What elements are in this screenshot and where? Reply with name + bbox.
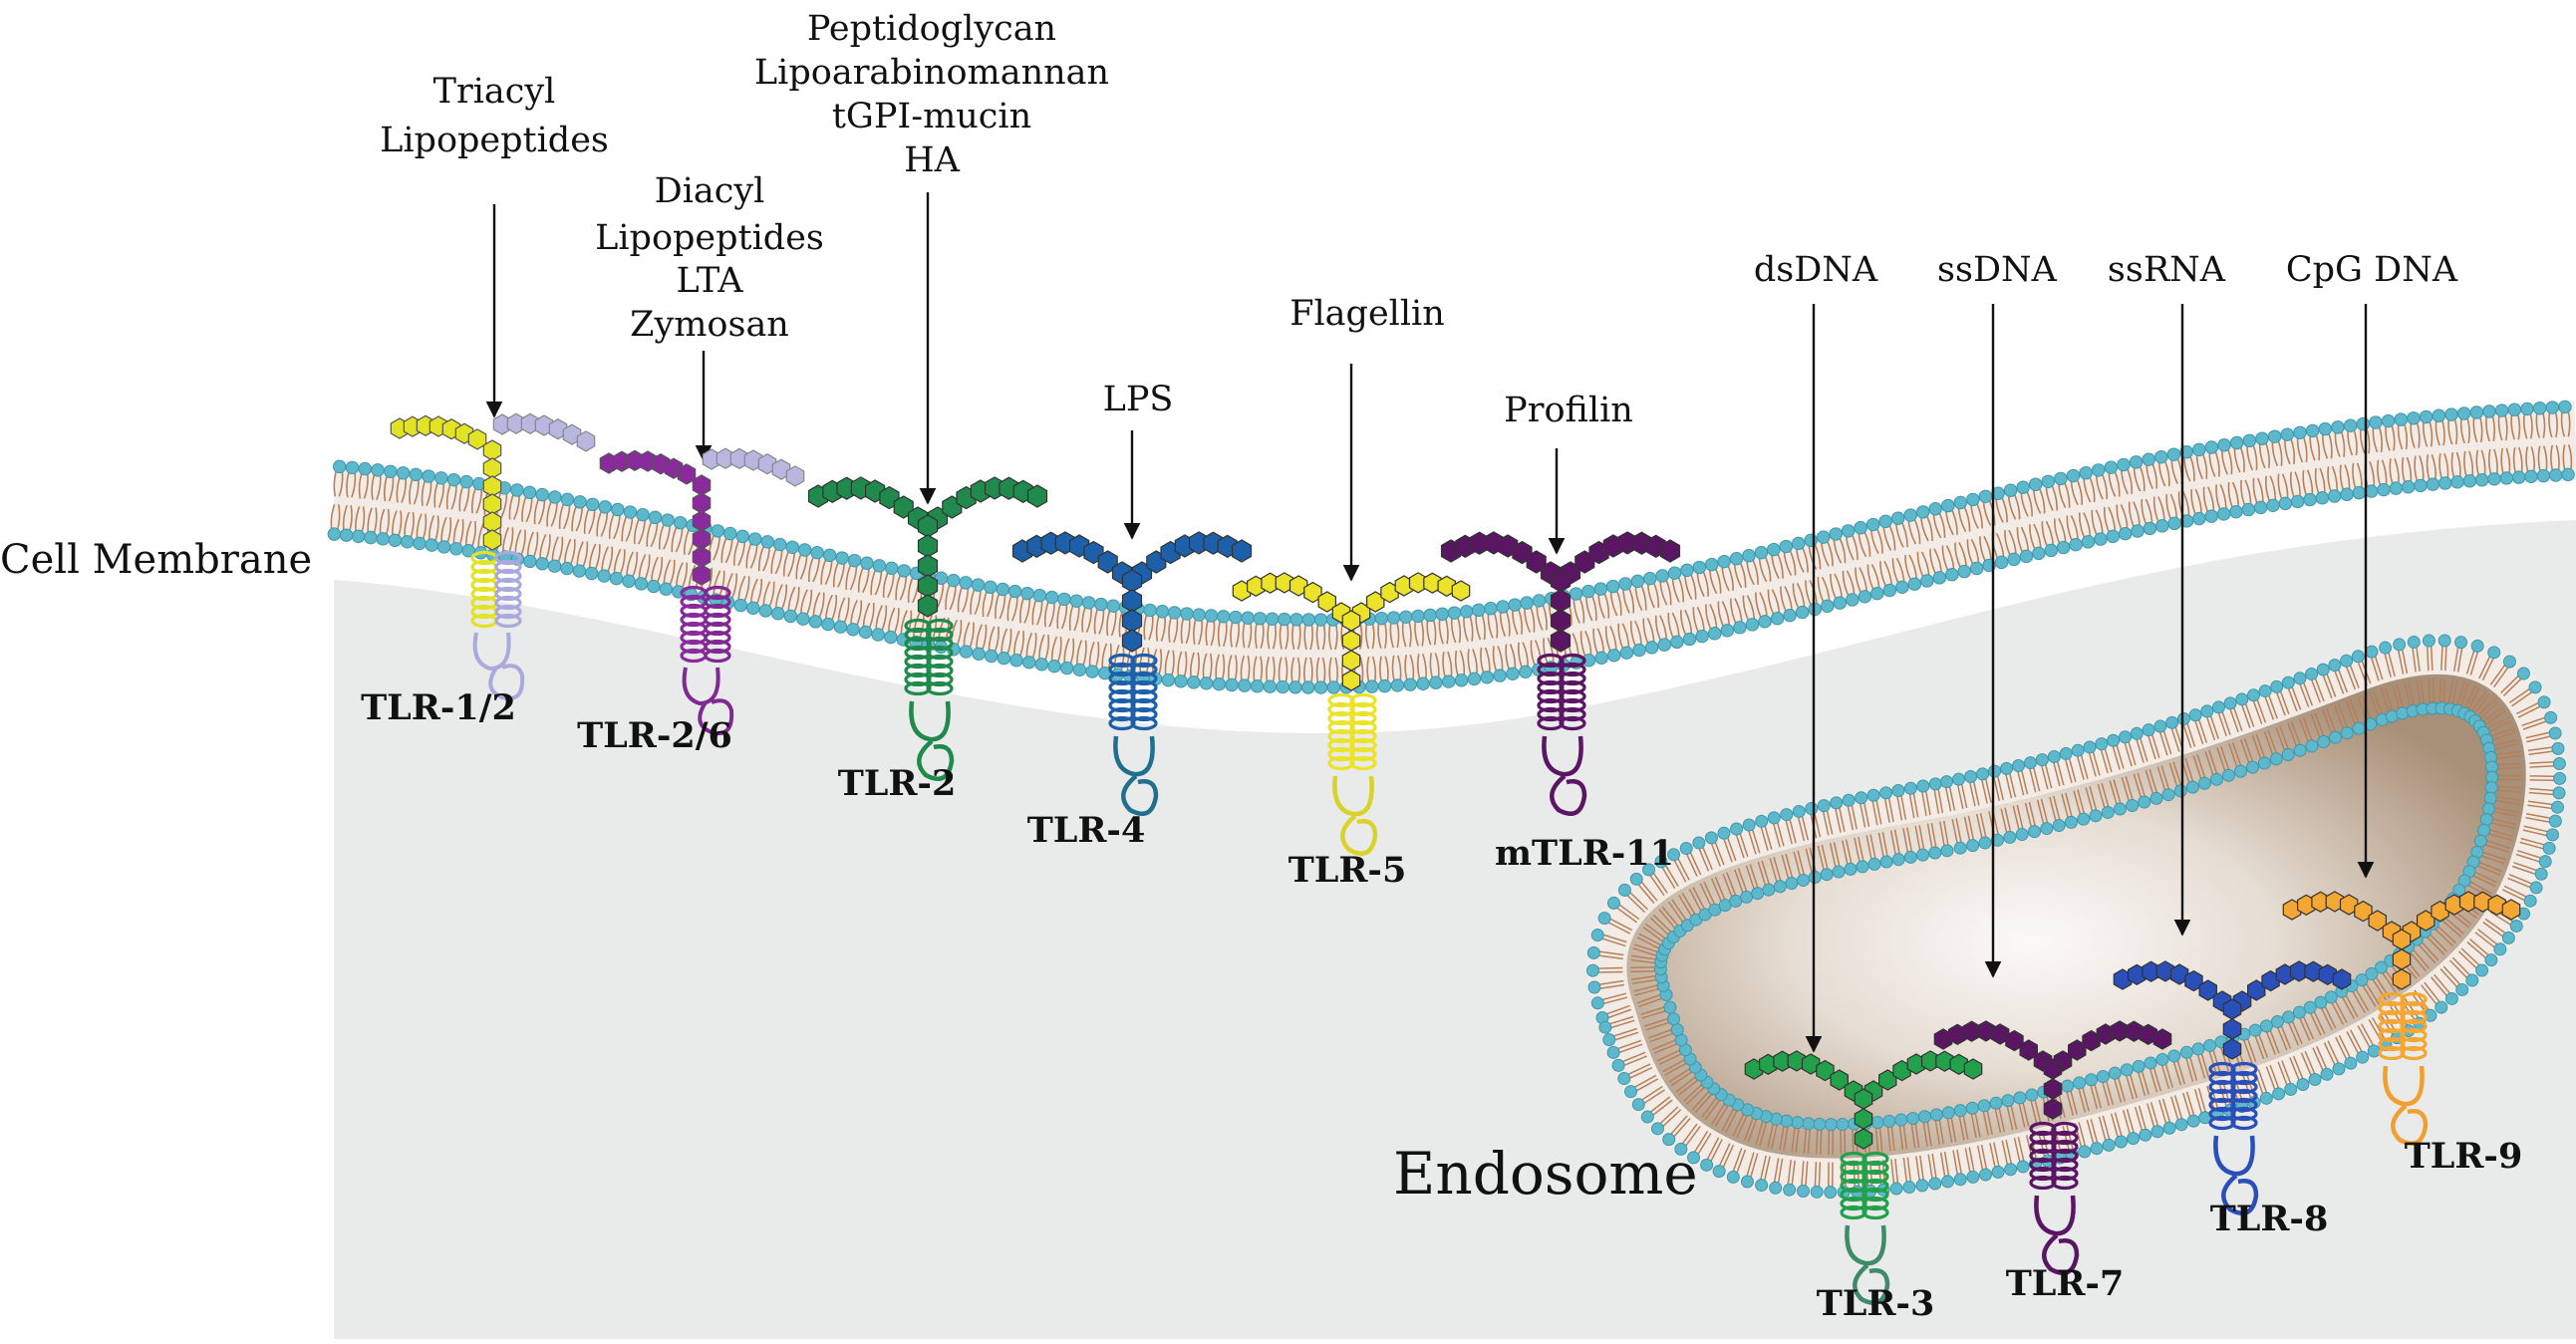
label-tlr5: TLR-5 bbox=[1288, 850, 1407, 891]
ectodomain-hex bbox=[1552, 630, 1571, 652]
ectodomain-hex bbox=[2393, 949, 2410, 969]
ectodomain-hex bbox=[2153, 1029, 2170, 1049]
label-tlr12: TLR-1/2 bbox=[361, 687, 516, 728]
ectodomain-hex bbox=[693, 547, 710, 567]
ligand-tlr5-0: Flagellin bbox=[1289, 294, 1445, 334]
ectodomain-hex bbox=[2223, 1019, 2240, 1039]
ectodomain-hex bbox=[1028, 485, 1047, 507]
ectodomain-hex bbox=[1342, 631, 1359, 651]
ectodomain-hex bbox=[919, 575, 938, 597]
ligand-tlr2-0: Peptidoglycan bbox=[807, 9, 1056, 49]
ectodomain-hex bbox=[1123, 630, 1142, 652]
ectodomain-hex bbox=[483, 530, 500, 550]
ligand-tlr8-0: ssRNA bbox=[2108, 250, 2226, 290]
ligand-tlr26-3: Zymosan bbox=[630, 305, 789, 345]
ectodomain-hex bbox=[919, 535, 938, 557]
ectodomain-hex bbox=[919, 595, 938, 617]
ligand-tlr2-2: tGPI-mucin bbox=[832, 97, 1031, 136]
ligand-tlr3-0: dsDNA bbox=[1754, 250, 1878, 290]
ectodomain-hex bbox=[1855, 1129, 1871, 1149]
ectodomain-hex bbox=[483, 512, 500, 532]
ectodomain-hex bbox=[693, 511, 710, 531]
label-tlr8: TLR-8 bbox=[2210, 1199, 2329, 1239]
ectodomain-hex bbox=[693, 493, 710, 513]
label-tlr7: TLR-7 bbox=[2006, 1263, 2125, 1304]
label-tlr4: TLR-4 bbox=[1027, 810, 1146, 851]
ectodomain-hex bbox=[1552, 570, 1571, 592]
ectodomain-hex bbox=[786, 466, 803, 486]
ectodomain-hex bbox=[1342, 611, 1359, 631]
ectodomain-hex bbox=[2333, 969, 2350, 989]
ectodomain-hex bbox=[2044, 1059, 2061, 1079]
ectodomain-hex bbox=[693, 475, 710, 495]
ectodomain-hex bbox=[1452, 581, 1469, 601]
ectodomain-hex bbox=[1233, 540, 1252, 562]
ectodomain-hex bbox=[2502, 900, 2519, 920]
ligand-tlr9-0: CpG DNA bbox=[2286, 250, 2458, 290]
ligand-tlr26-2: LTA bbox=[676, 261, 743, 301]
ectodomain-hex bbox=[483, 458, 500, 478]
ectodomain-hex bbox=[1552, 610, 1571, 632]
endosome-label: Endosome bbox=[1393, 1140, 1698, 1208]
ligand-tlr26-0: Diacyl bbox=[655, 171, 765, 211]
ligand-tlr7-0: ssDNA bbox=[1937, 250, 2058, 290]
label-mtlr11: mTLR-11 bbox=[1495, 833, 1674, 874]
ligand-tlr12-1: Lipopeptides bbox=[380, 121, 609, 160]
ectodomain-hex bbox=[1855, 1089, 1871, 1109]
ectodomain-hex bbox=[2223, 999, 2240, 1019]
ectodomain-hex bbox=[2393, 930, 2410, 949]
cell-membrane-label: Cell Membrane bbox=[0, 537, 312, 583]
ectodomain-hex bbox=[483, 440, 500, 460]
label-tlr3: TLR-3 bbox=[1817, 1283, 1935, 1324]
ectodomain-hex bbox=[483, 476, 500, 496]
label-tlr26: TLR-2/6 bbox=[577, 715, 732, 756]
ectodomain-hex bbox=[693, 529, 710, 549]
ectodomain-hex bbox=[2044, 1079, 2061, 1099]
ectodomain-hex bbox=[2223, 1039, 2240, 1059]
ectodomain-hex bbox=[1123, 610, 1142, 632]
ectodomain-hex bbox=[693, 565, 710, 585]
ligand-tlr26-1: Lipopeptides bbox=[595, 218, 824, 258]
ectodomain-hex bbox=[1342, 651, 1359, 671]
ectodomain-hex bbox=[919, 555, 938, 577]
ectodomain-hex bbox=[1855, 1109, 1871, 1129]
ligand-labels: Triacyl Lipopeptides Diacyl Lipopeptides… bbox=[380, 9, 2458, 430]
ectodomain-hex bbox=[1342, 671, 1359, 690]
ligand-tlr2-3: HA bbox=[904, 140, 961, 180]
ligand-tlr4-0: LPS bbox=[1103, 380, 1174, 419]
ectodomain-hex bbox=[1123, 590, 1142, 612]
label-tlr2: TLR-2 bbox=[838, 763, 957, 804]
ectodomain-hex bbox=[1123, 570, 1142, 592]
ectodomain-hex bbox=[919, 515, 938, 537]
ligand-tlr2-1: Lipoarabinomannan bbox=[754, 53, 1109, 93]
ectodomain-hex bbox=[1552, 590, 1571, 612]
ligand-mtlr11-0: Profilin bbox=[1504, 391, 1633, 430]
ectodomain-hex bbox=[1661, 540, 1680, 562]
label-tlr9: TLR-9 bbox=[2405, 1136, 2523, 1177]
ligand-tlr12-0: Triacyl bbox=[433, 72, 556, 112]
ectodomain-hex bbox=[483, 494, 500, 514]
ectodomain-hex bbox=[2044, 1099, 2061, 1119]
ectodomain-hex bbox=[1964, 1059, 1981, 1079]
ectodomain-hex bbox=[2393, 969, 2410, 989]
ectodomain-hex bbox=[577, 431, 594, 451]
